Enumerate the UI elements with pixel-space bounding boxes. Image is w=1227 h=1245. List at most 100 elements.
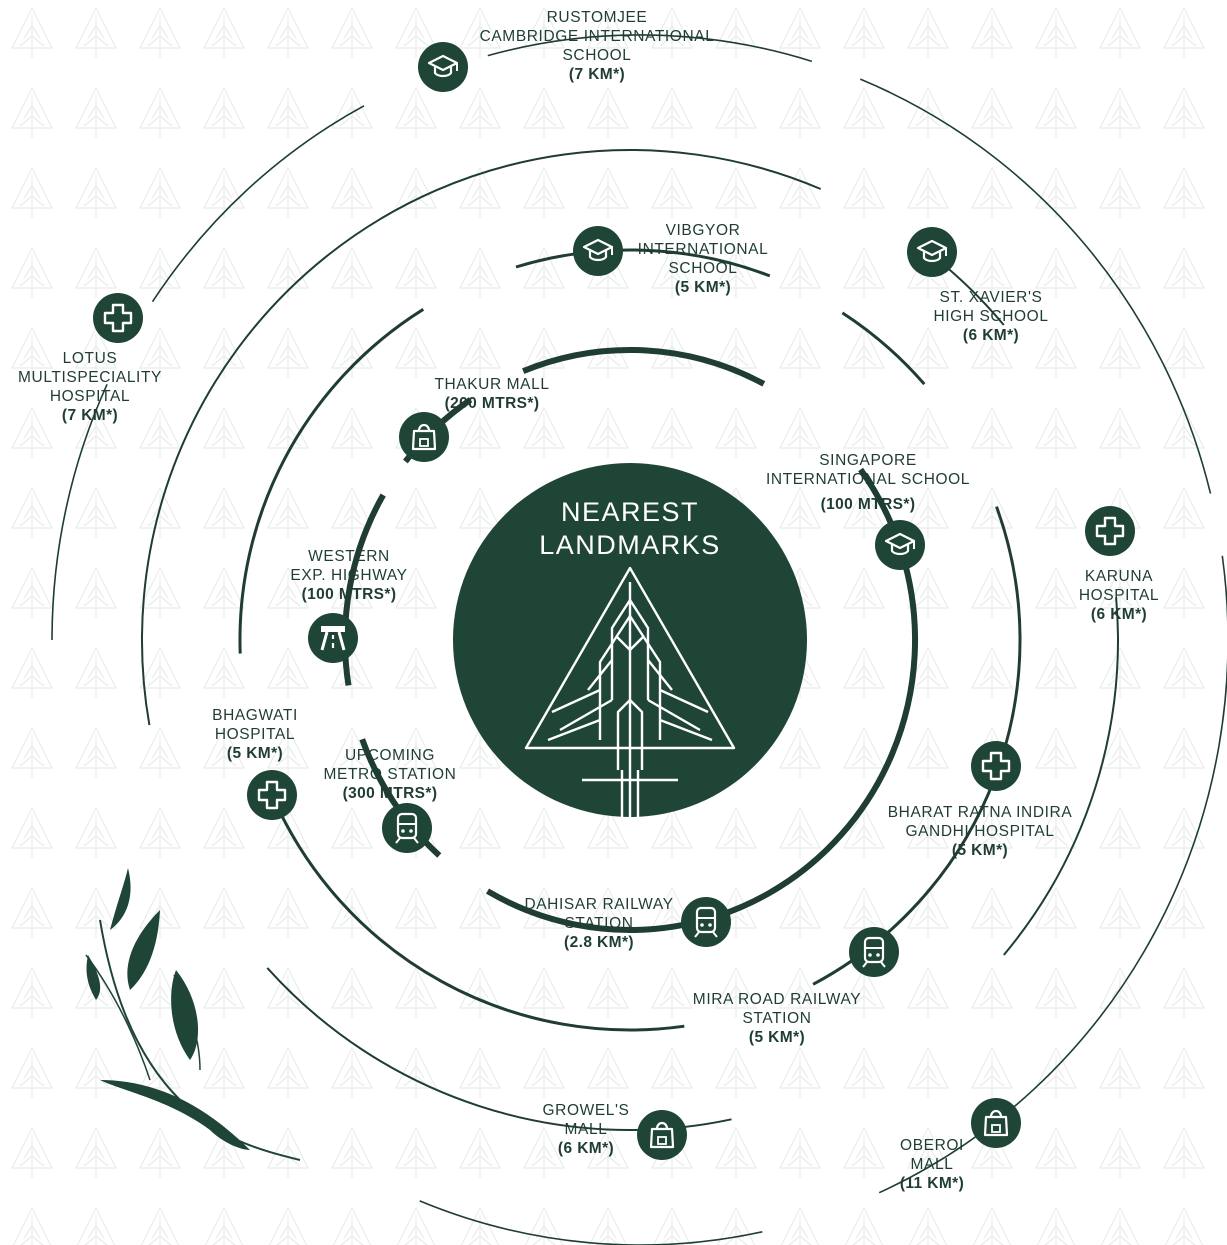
landmark-name-line: MALL: [910, 1156, 954, 1173]
train-icon: [849, 927, 899, 977]
center-title: NEAREST LANDMARKS: [539, 496, 721, 562]
landmark-label-lotus: LOTUS MULTISPECIALITY HOSPITAL (7 KM*): [18, 349, 162, 425]
landmark-name-line: HOSPITAL: [49, 388, 131, 405]
landmark-distance: (5 KM*): [951, 842, 1009, 859]
landmark-name-line: SCHOOL: [562, 47, 632, 64]
ring-arc: [141, 149, 822, 726]
ring-arc: [515, 248, 771, 278]
leaf: [171, 970, 199, 1060]
orbit-rings: [51, 34, 1227, 1245]
leaf: [86, 955, 101, 1000]
landmark-name-line: KARUNA: [1084, 568, 1154, 585]
ring-arc: [859, 78, 1212, 494]
landmark-name-line: UPCOMING: [344, 747, 436, 764]
landmark-label-thakur: THAKUR MALL (200 MTRS*): [434, 375, 549, 413]
landmark-distance: (7 KM*): [568, 66, 626, 83]
landmark-label-rustomjee: RUSTOMJEE CAMBRIDGE INTERNATIONAL SCHOOL (7…: [480, 8, 715, 84]
ring-arc: [272, 797, 685, 1032]
leaf-decoration: [85, 868, 301, 1161]
train-icon: [681, 897, 731, 947]
landmark-name-line: OBEROI: [900, 1137, 964, 1154]
landmark-name-line: BHAGWATI: [212, 707, 298, 724]
landmark-label-bhagwati: BHAGWATI HOSPITAL (5 KM*): [212, 706, 298, 763]
school-icon: [907, 227, 957, 277]
landmark-distance: (6 KM*): [557, 1140, 615, 1157]
landmark-name-line: MIRA ROAD RAILWAY: [692, 991, 862, 1008]
landmark-label-karuna: KARUNA HOSPITAL (6 KM*): [1079, 567, 1159, 624]
landmark-label-mira: MIRA ROAD RAILWAY STATION (5 KM*): [693, 990, 861, 1047]
leaf: [127, 910, 160, 990]
ring-arc: [841, 311, 926, 386]
ring-arc: [151, 105, 365, 303]
landmark-distance: (5 KM*): [226, 745, 284, 762]
school-icon: [573, 226, 623, 276]
landmark-distance: (100 MTRS*): [301, 586, 397, 603]
hospital-icon: [1085, 506, 1135, 556]
landmark-name-line: BHARAT RATNA INDIRA: [887, 804, 1073, 821]
tree-logo: [524, 566, 736, 818]
landmark-distance: (7 KM*): [61, 407, 119, 424]
ring-arc: [419, 1200, 763, 1245]
landmark-label-dahisar: DAHISAR RAILWAY STATION (2.8 KM*): [524, 895, 673, 952]
landmark-name-line: METRO STATION: [323, 766, 457, 783]
landmark-distance: (6 KM*): [1090, 606, 1148, 623]
landmark-distance: (100 MTRS*): [820, 496, 916, 513]
ring-arc: [238, 308, 425, 654]
landmark-name-line: GANDHI HOSPITAL: [905, 823, 1055, 840]
landmark-name-line: DAHISAR RAILWAY: [524, 896, 674, 913]
landmark-name-line: LOTUS: [62, 350, 118, 367]
landmark-name-line: CAMBRIDGE INTERNATIONAL: [479, 28, 715, 45]
ring-arc: [51, 383, 108, 641]
landmark-name-line: EXP. HIGHWAY: [290, 567, 408, 584]
landmark-name-line: STATION: [742, 1010, 812, 1027]
landmark-name-line: HOSPITAL: [214, 726, 296, 743]
landmark-name-line: MALL: [564, 1121, 608, 1138]
mall-icon: [399, 412, 449, 462]
mall-icon: [637, 1110, 687, 1160]
landmark-label-xavier: ST. XAVIER'S HIGH SCHOOL (6 KM*): [933, 288, 1048, 345]
mall-icon: [971, 1098, 1021, 1148]
landmark-name-line: VIBGYOR: [665, 222, 741, 239]
landmark-name-line: HOSPITAL: [1078, 587, 1160, 604]
landmark-distance: (300 MTRS*): [342, 785, 438, 802]
ring-arc: [522, 346, 766, 387]
hospital-icon: [247, 770, 297, 820]
ring-arc: [485, 467, 919, 933]
landmark-name-line: ST. XAVIER'S: [939, 289, 1043, 306]
landmark-name-line: MULTISPECIALITY: [18, 369, 162, 386]
school-icon: [875, 520, 925, 570]
leaf: [100, 1080, 250, 1150]
landmark-name-line: INTERNATIONAL: [637, 241, 769, 258]
landmark-label-oberoi: OBEROI MALL (11 KM*): [900, 1136, 964, 1193]
landmark-distance: (5 KM*): [674, 279, 732, 296]
landmark-distance: (5 KM*): [748, 1029, 806, 1046]
landmark-name-line: HIGH SCHOOL: [933, 308, 1049, 325]
landmark-name-line: RUSTOMJEE: [546, 9, 648, 26]
landmark-distance: (2.8 KM*): [564, 934, 634, 951]
hospital-icon: [971, 741, 1021, 791]
school-icon: [418, 42, 468, 92]
ring-arc: [359, 738, 442, 858]
landmark-distance: (11 KM*): [899, 1175, 965, 1192]
leaf-stem: [99, 919, 301, 1161]
landmark-name-line: INTERNATIONAL SCHOOL: [765, 471, 971, 488]
leaf: [110, 868, 131, 930]
landmark-label-metro: UPCOMING METRO STATION (300 MTRS*): [324, 746, 457, 803]
ring-arc: [487, 34, 813, 63]
center-title-line1: NEAREST: [560, 497, 700, 527]
landmark-name-line: STATION: [564, 915, 634, 932]
hospital-icon: [93, 293, 143, 343]
leaf-outline: [85, 954, 201, 1081]
landmark-name-line: GROWEL'S: [542, 1102, 630, 1119]
ring-arc: [342, 493, 386, 686]
landmark-distance: (6 KM*): [962, 327, 1020, 344]
landmark-name-line: THAKUR MALL: [434, 376, 550, 393]
landmark-label-bharat: BHARAT RATNA INDIRA GANDHI HOSPITAL (5 KM*…: [888, 803, 1073, 860]
train-icon: [382, 803, 432, 853]
landmark-distance: (200 MTRS*): [444, 395, 540, 412]
